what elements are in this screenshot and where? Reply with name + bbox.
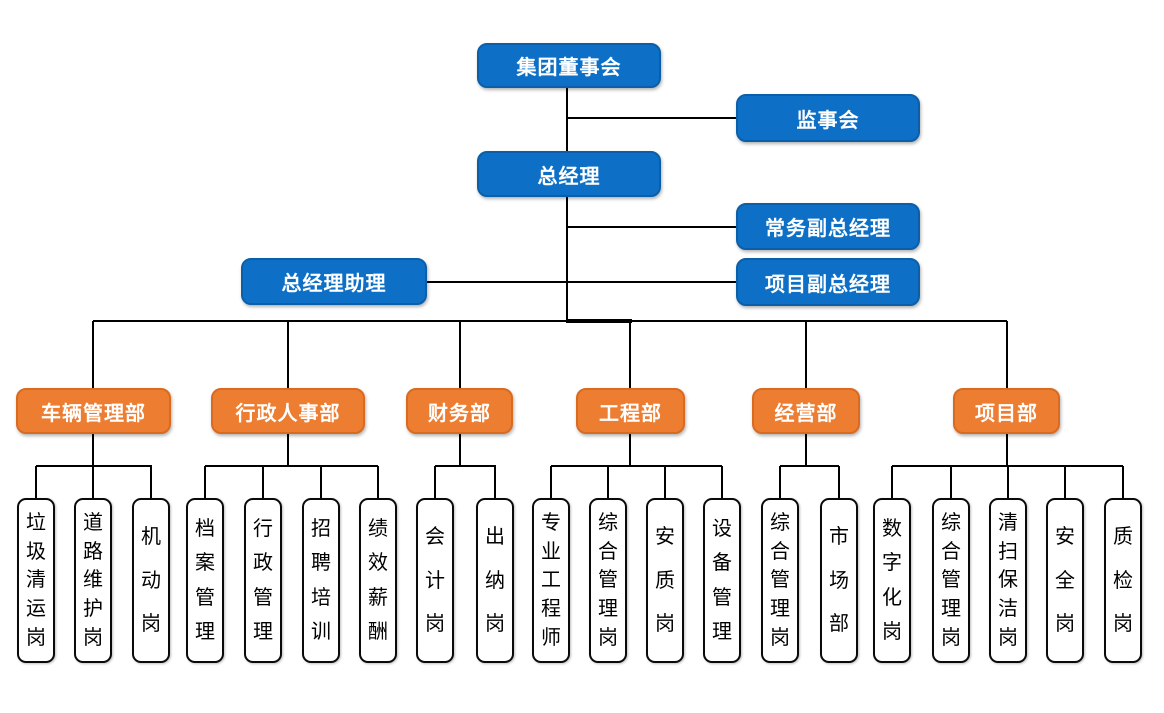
position-box-cleaning: 清扫保洁岗 bbox=[989, 498, 1027, 663]
position-box-proj-general-management: 综合管理岗 bbox=[932, 498, 970, 663]
position-box-performance-pay: 绩效薪酬 bbox=[359, 498, 397, 663]
dept-operations: 经营部 bbox=[752, 388, 860, 434]
position-box-eng-general-management: 综合管理岗 bbox=[589, 498, 627, 663]
position-box-accounting: 会计岗 bbox=[416, 498, 454, 663]
position-box-ops-general-management: 综合管理岗 bbox=[761, 498, 799, 663]
board-box: 集团董事会 bbox=[477, 43, 661, 88]
dept-engineering: 工程部 bbox=[576, 388, 685, 434]
position-box-equipment-management: 设备管理 bbox=[703, 498, 741, 663]
dept-project: 项目部 bbox=[953, 388, 1060, 434]
dept-vehicle-management: 车辆管理部 bbox=[16, 388, 171, 434]
project-deputy-gm-box: 项目副总经理 bbox=[736, 258, 920, 306]
position-box-digitalization: 数字化岗 bbox=[873, 498, 911, 663]
dept-finance: 财务部 bbox=[406, 388, 513, 434]
dept-admin-hr: 行政人事部 bbox=[211, 388, 365, 434]
position-box-archives: 档案管理 bbox=[186, 498, 224, 663]
exec-deputy-gm-box: 常务副总经理 bbox=[736, 203, 920, 250]
position-box-garbage-collection: 垃圾清运岗 bbox=[17, 498, 55, 663]
position-box-market: 市场部 bbox=[820, 498, 858, 663]
position-box-cashier: 出纳岗 bbox=[476, 498, 514, 663]
supervisory-board-box: 监事会 bbox=[736, 94, 920, 142]
position-box-professional-engineer: 专业工程师 bbox=[532, 498, 570, 663]
position-box-safety: 安全岗 bbox=[1046, 498, 1084, 663]
position-box-road-maintenance: 道路维护岗 bbox=[74, 498, 112, 663]
position-box-recruit-training: 招聘培训 bbox=[302, 498, 340, 663]
general-manager-box: 总经理 bbox=[477, 151, 661, 197]
position-box-safety-quality: 安质岗 bbox=[646, 498, 684, 663]
gm-assistant-box: 总经理助理 bbox=[241, 258, 427, 305]
position-box-admin-management: 行政管理 bbox=[244, 498, 282, 663]
position-box-quality-inspection: 质检岗 bbox=[1104, 498, 1142, 663]
position-box-mobile: 机动岗 bbox=[132, 498, 170, 663]
